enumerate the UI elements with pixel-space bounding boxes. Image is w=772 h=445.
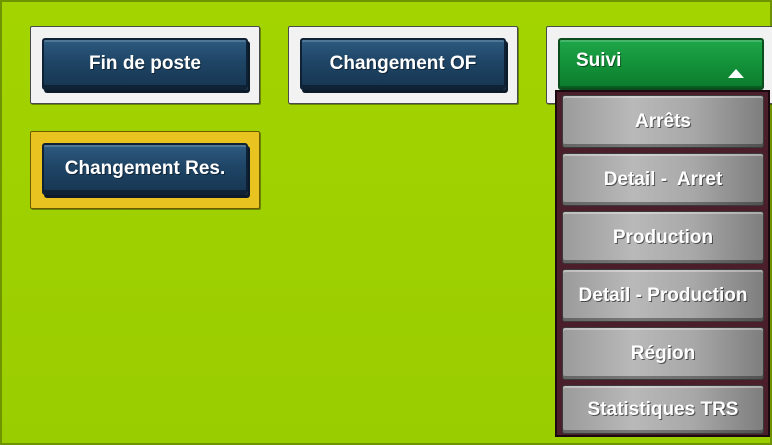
- suivi-label: Suivi: [576, 50, 622, 71]
- menu-item-statistiques-trs[interactable]: Statistiques TRS: [562, 385, 764, 434]
- menu-item-production[interactable]: Production: [562, 211, 764, 264]
- menu-item-arrets[interactable]: Arrêts: [562, 95, 764, 148]
- caret-up-icon: [728, 69, 744, 78]
- menu-item-detail-arret[interactable]: Detail - Arret: [562, 153, 764, 206]
- changement-of-tile: Changement OF: [288, 26, 518, 104]
- fin-de-poste-button[interactable]: Fin de poste: [42, 38, 248, 90]
- menu-item-detail-production[interactable]: Detail - Production: [562, 269, 764, 322]
- fin-de-poste-tile: Fin de poste: [30, 26, 260, 104]
- changement-of-button[interactable]: Changement OF: [300, 38, 506, 90]
- menu-item-region[interactable]: Région: [562, 327, 764, 380]
- changement-res-tile: Changement Res.: [30, 131, 260, 209]
- suivi-dropdown-menu: Arrêts Detail - Arret Production Detail …: [555, 90, 770, 437]
- suivi-dropdown-button[interactable]: Suivi: [558, 38, 764, 90]
- changement-res-button[interactable]: Changement Res.: [42, 143, 248, 195]
